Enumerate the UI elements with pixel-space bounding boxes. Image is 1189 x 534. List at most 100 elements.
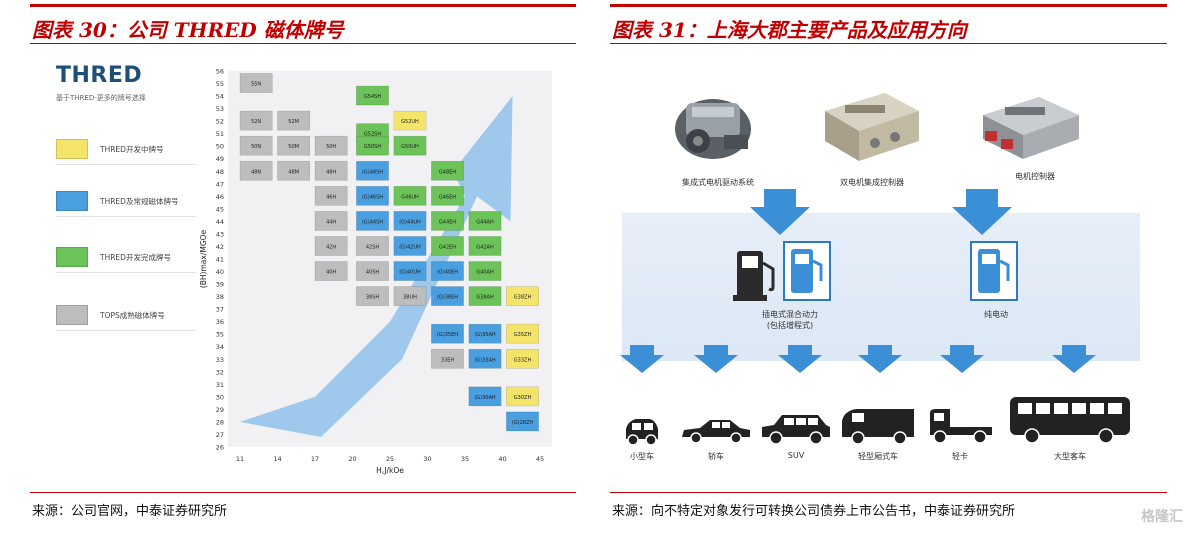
y-tick-label: 53 — [216, 105, 224, 113]
grade-block — [431, 236, 464, 256]
right-figure-title: 图表 31：上海大郡主要产品及应用方向 — [612, 18, 967, 42]
x-axis-label: H꜀J/kOe — [376, 466, 404, 475]
y-tick-label: 35 — [216, 331, 224, 339]
grade-label: G40AH — [476, 270, 494, 276]
grade-block — [393, 286, 427, 306]
grade-label: G44AH — [476, 219, 494, 225]
grade-block — [506, 323, 539, 344]
y-tick-label: 27 — [216, 431, 224, 439]
grade-label: 48H — [326, 169, 336, 175]
grade-block — [431, 348, 464, 369]
grade-block — [506, 411, 539, 432]
grade-block — [356, 236, 389, 256]
legend-item-completed: THRED开发完成牌号 — [56, 247, 196, 273]
x-tick-label: 25 — [386, 455, 394, 463]
left-figure-title: 图表 30：公司 THRED 磁体牌号 — [32, 18, 344, 42]
y-tick-label: 42 — [216, 243, 224, 251]
x-tick-label: 40 — [498, 455, 506, 463]
grade-label: G38ZH — [514, 295, 532, 301]
product-label: 双电机集成控制器 — [840, 178, 904, 187]
ev-charger-icon — [783, 241, 831, 305]
grade-label: 40SH — [366, 270, 380, 276]
grade-block — [314, 186, 348, 206]
grade-label: G35ZH — [514, 332, 532, 338]
left-top-rule — [30, 4, 576, 7]
down-arrow-icon — [778, 345, 822, 373]
y-tick-label: 31 — [216, 381, 224, 389]
down-arrow-icon — [620, 345, 664, 373]
grade-label: (G)35AH — [474, 332, 496, 338]
grade-block — [356, 261, 389, 281]
grade-block — [431, 186, 464, 206]
grade-label: (G)40UH — [399, 270, 421, 276]
grade-label: 55N — [251, 82, 261, 88]
grade-label: (G)28ZH — [512, 420, 534, 426]
grade-block — [468, 211, 502, 231]
grade-label: 42SH — [366, 244, 380, 250]
application-band — [622, 213, 1140, 361]
grade-label: G42EH — [439, 244, 456, 250]
legend-item-regular: THRED及常规磁体牌号 — [56, 191, 196, 217]
vehicle-label: 轻卡 — [952, 452, 968, 461]
dual-motor-controller-image — [815, 83, 925, 167]
y-tick-label: 54 — [216, 93, 224, 101]
product-label: 集成式电机驱动系统 — [682, 178, 754, 187]
grade-block — [356, 286, 389, 306]
thred-logo-subtitle: 基于THRED-更多的牌号选择 — [56, 94, 146, 102]
x-tick-label: 20 — [348, 455, 356, 463]
grade-block — [356, 85, 389, 106]
grade-block — [393, 110, 427, 131]
grade-label: 52N — [251, 119, 261, 125]
ev-charger-icon — [970, 241, 1018, 305]
grade-label: (G)44SH — [362, 219, 383, 225]
down-arrow-icon — [858, 345, 902, 373]
legend-swatch-blue — [56, 191, 88, 211]
down-arrow-icon — [952, 189, 1012, 235]
grade-block — [393, 135, 427, 156]
light-truck-icon — [928, 405, 994, 449]
y-tick-label: 40 — [216, 268, 224, 276]
grade-block — [239, 73, 273, 93]
x-tick-label: 14 — [273, 455, 281, 463]
grade-label: 46H — [326, 194, 336, 200]
grade-label: (G)35EH — [437, 332, 458, 338]
down-arrow-icon — [1052, 345, 1096, 373]
grade-block — [431, 160, 464, 181]
grade-block — [277, 135, 311, 156]
y-tick-label: 48 — [216, 168, 224, 176]
right-top-rule — [610, 4, 1167, 7]
trend-arrow — [240, 96, 513, 437]
sedan-icon — [680, 417, 752, 449]
y-tick-label: 39 — [216, 281, 224, 289]
grade-block — [431, 211, 464, 231]
grade-label: G46EH — [439, 194, 456, 200]
vehicle-label: 小型车 — [630, 452, 654, 461]
grade-label: 48M — [288, 169, 299, 175]
grade-label: (G)33AH — [474, 357, 496, 363]
grade-label: (G)38EH — [437, 295, 458, 301]
grade-block — [314, 160, 348, 181]
grade-block — [468, 286, 502, 306]
y-tick-label: 34 — [216, 343, 224, 351]
x-tick-label: 11 — [236, 455, 244, 463]
y-tick-label: 30 — [216, 393, 224, 401]
y-tick-label: 41 — [216, 256, 224, 264]
y-tick-label: 26 — [216, 444, 224, 452]
legend-swatch-yellow — [56, 139, 88, 159]
grade-label: (G)30AH — [474, 395, 496, 401]
grade-label: 48N — [251, 169, 261, 175]
grade-block — [356, 160, 389, 181]
y-tick-label: 43 — [216, 230, 224, 238]
grade-block — [277, 110, 311, 131]
legend-label: THRED开发完成牌号 — [100, 253, 171, 262]
grade-block — [277, 160, 311, 181]
grade-block — [431, 286, 464, 306]
grade-block — [468, 348, 502, 369]
legend-item-developing: THRED开发中牌号 — [56, 139, 196, 165]
legend-swatch-gray — [56, 305, 88, 325]
bus-icon — [1008, 393, 1132, 449]
y-tick-label: 28 — [216, 418, 224, 426]
y-tick-label: 37 — [216, 306, 224, 314]
grade-label: 52M — [288, 119, 299, 125]
y-axis-label: (BH)max/MGOe — [199, 229, 208, 288]
